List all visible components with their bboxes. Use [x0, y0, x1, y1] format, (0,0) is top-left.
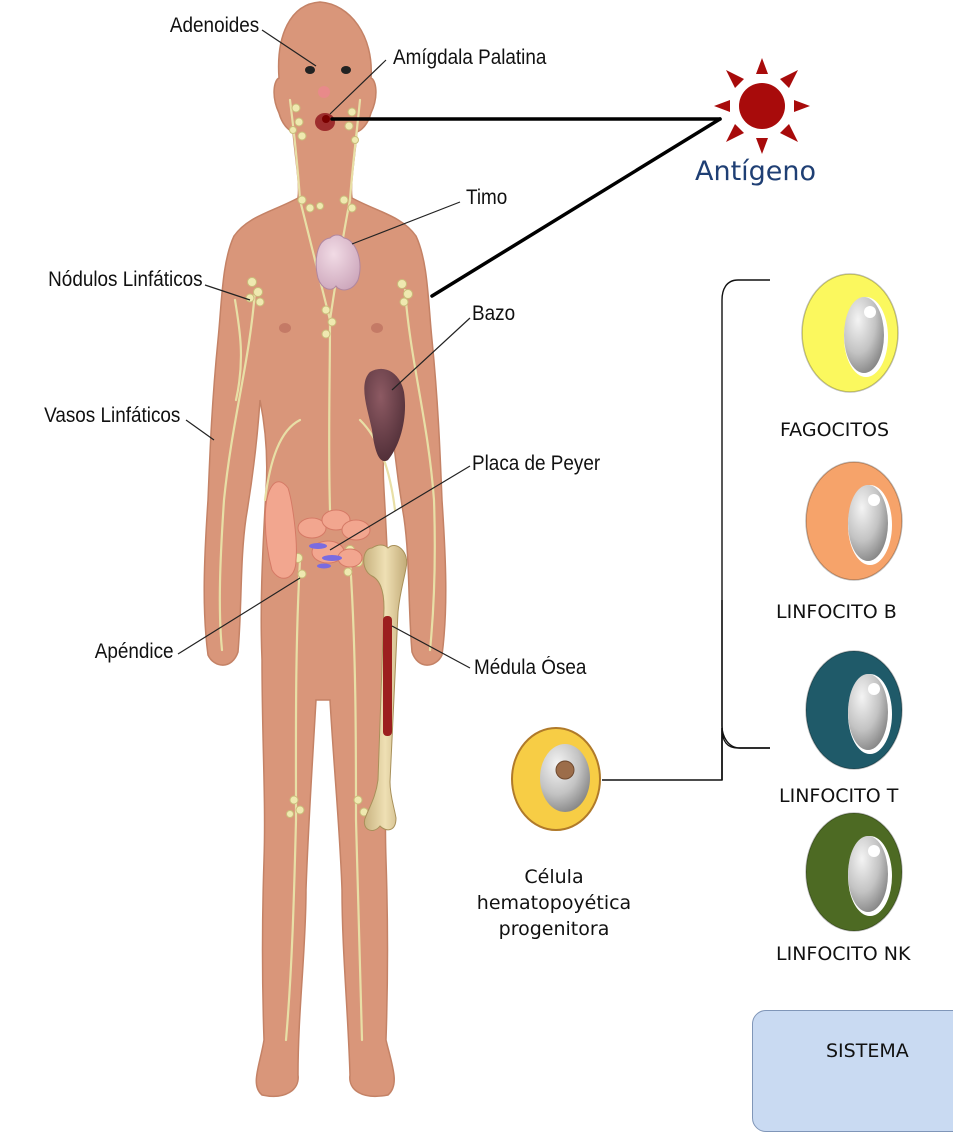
progenitor-label-3: progenitora [474, 916, 634, 943]
cell-nucleus-linfocito-b [848, 485, 888, 561]
label-apendice: Apéndice [95, 640, 174, 664]
nose-adenoid [318, 86, 330, 98]
label-bazo: Bazo [472, 302, 515, 326]
cell-label-linfocito-t: LINFOCITO T [779, 785, 898, 807]
label-medula: Médula Ósea [474, 656, 586, 680]
cell-linfocito-t [806, 651, 902, 769]
cell-fagocitos [802, 274, 898, 392]
antigen-core [739, 83, 785, 129]
label-nodulos: Nódulos Linfáticos [49, 268, 203, 292]
right-eye [341, 66, 351, 74]
cell-bracket [602, 280, 770, 780]
left-nipple [279, 323, 291, 333]
cell-nucleus-fagocitos [844, 297, 884, 373]
cell-label-fagocitos: FAGOCITOS [780, 419, 889, 441]
bone-marrow [383, 616, 392, 736]
cell-label-linfocito-b: LINFOCITO B [776, 601, 897, 623]
bracket-bottom [722, 600, 770, 748]
label-vasos: Vasos Linfáticos [44, 404, 180, 428]
label-placa: Placa de Peyer [472, 452, 600, 476]
cell-linfocito-b [806, 462, 902, 580]
cell-nucleus-linfocito-t [848, 674, 888, 750]
right-nipple [371, 323, 383, 333]
label-timo: Timo [466, 186, 507, 210]
palatine-tonsil [322, 115, 330, 123]
label-adenoides: Adenoides [170, 14, 259, 38]
cell-highlight-linfocito-b [868, 494, 880, 506]
system-box [752, 1010, 953, 1132]
cell-nucleus-linfocito-nk [848, 836, 888, 912]
cell-highlight-linfocito-t [868, 683, 880, 695]
antigen-label: Antígeno [695, 156, 816, 187]
system-box-label: SISTEMA [826, 1040, 909, 1062]
cell-linfocito-nk [806, 813, 902, 931]
human-body-figure [204, 2, 446, 1096]
antigen-icon [714, 58, 810, 154]
progenitor-nucleolus [556, 761, 574, 779]
progenitor-label-2: hematopoyética [474, 890, 634, 917]
cell-highlight-linfocito-nk [868, 845, 880, 857]
left-eye [305, 66, 315, 74]
label-amigdala: Amígdala Palatina [393, 46, 546, 70]
progenitor-label-1: Célula [474, 864, 634, 891]
progenitor-cell [512, 728, 600, 830]
cell-label-linfocito-nk: LINFOCITO NK [776, 943, 910, 965]
cell-highlight-fagocitos [864, 306, 876, 318]
